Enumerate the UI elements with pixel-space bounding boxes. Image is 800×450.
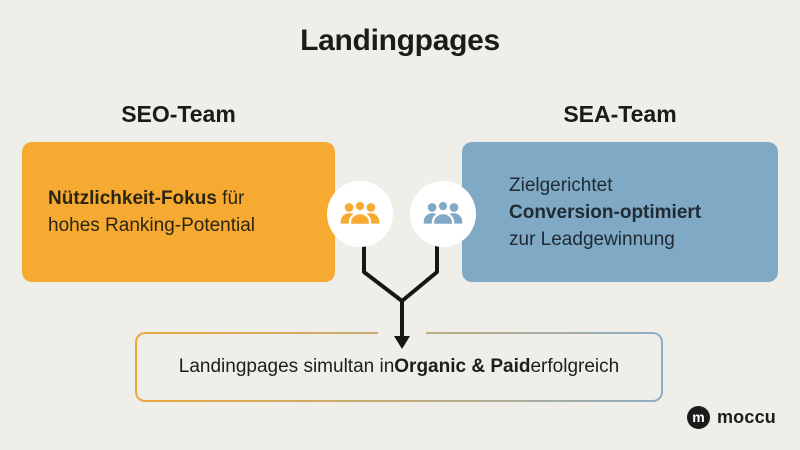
moccu-logo: m moccu xyxy=(686,406,776,429)
result-text: Landingpages simultan in Organic & Paid … xyxy=(137,334,661,400)
page-title: Landingpages xyxy=(300,24,500,57)
seo-team-bubble xyxy=(327,181,393,247)
moccu-wordmark: moccu xyxy=(716,407,776,427)
people-group-icon xyxy=(340,199,380,227)
moccu-logo-mark-icon: m xyxy=(686,406,710,429)
sea-team-bubble xyxy=(410,181,476,247)
result-box: Landingpages simultan in Organic & Paid … xyxy=(135,332,663,402)
seo-team-heading: SEO-Team xyxy=(121,101,236,127)
people-group-icon xyxy=(423,199,463,227)
sea-team-heading: SEA-Team xyxy=(563,101,677,127)
